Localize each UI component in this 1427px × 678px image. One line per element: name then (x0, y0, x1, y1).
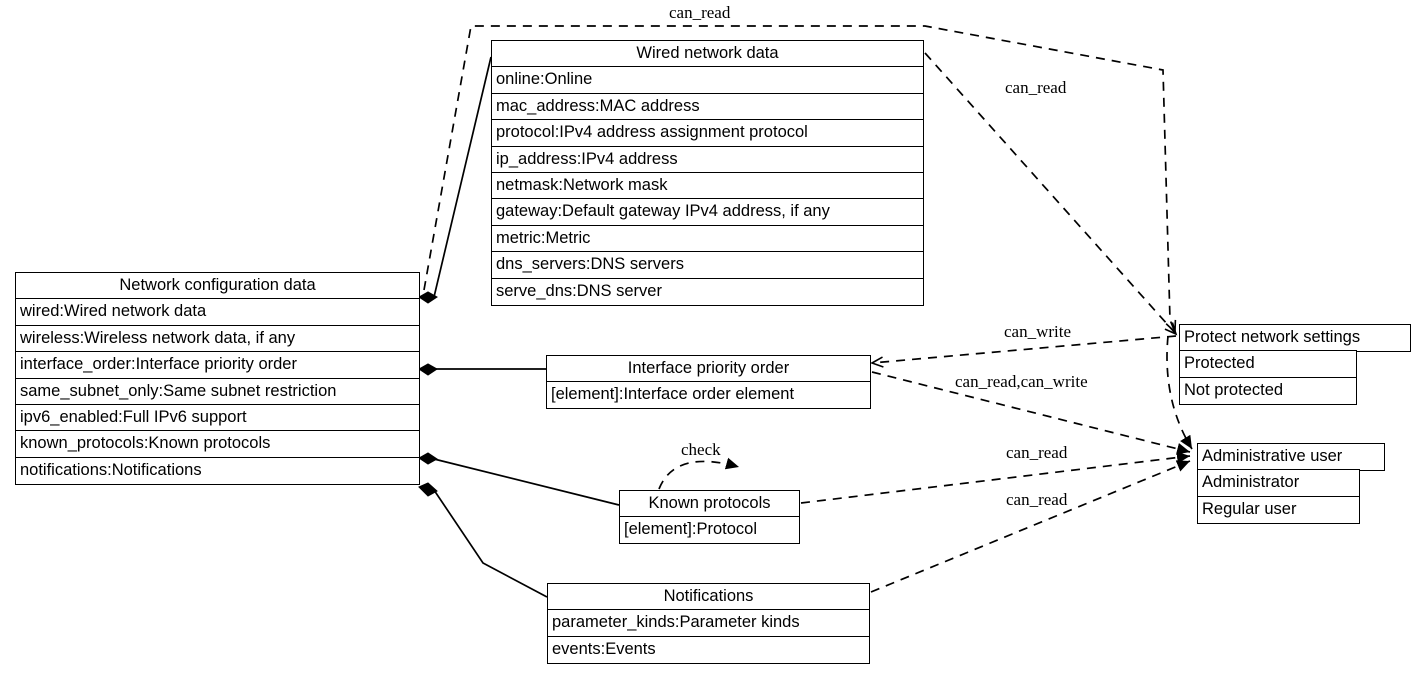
class-title: Interface priority order (546, 355, 871, 383)
class-title: Notifications (547, 583, 870, 611)
edge-label-check: check (681, 440, 721, 459)
diamond-wired (418, 291, 438, 304)
class-attribute: netmask:Network mask (491, 172, 924, 201)
class-attribute: Regular user (1197, 495, 1360, 524)
dependency-edges (423, 25, 1193, 593)
class-title: Wired network data (491, 40, 924, 68)
class-notifications: Notifications parameter_kinds:Parameter … (547, 583, 870, 664)
class-attribute: same_subnet_only:Same subnet restriction (15, 377, 420, 406)
class-known-protocols: Known protocols [element]:Protocol (619, 490, 800, 545)
class-attribute: wireless:Wireless network data, if any (15, 324, 420, 353)
class-attribute: parameter_kinds:Parameter kinds (547, 609, 870, 638)
edge-can-read-top (423, 25, 1177, 334)
edge-label-can-read-lower: can_read (1006, 490, 1068, 509)
class-interface-priority-order: Interface priority order [element]:Inter… (546, 355, 871, 410)
composition-diamonds (418, 291, 438, 497)
class-attribute: protocol:IPv4 address assignment protoco… (491, 119, 924, 148)
class-title: Administrative user (1197, 443, 1385, 471)
edge-label-can-write: can_write (1004, 322, 1072, 341)
class-attribute: gateway:Default gateway IPv4 address, if… (491, 198, 924, 227)
class-attribute: notifications:Notifications (15, 456, 420, 485)
class-protect-network-settings: Protect network settings Protected Not p… (1179, 324, 1411, 405)
class-attribute: interface_order:Interface priority order (15, 351, 420, 380)
edge-can-read-known-protocols-admin (800, 451, 1191, 504)
edge-check-selfloop (658, 457, 740, 490)
class-attribute: Not protected (1179, 376, 1357, 405)
class-title: Known protocols (619, 490, 800, 518)
class-attribute: Administrator (1197, 469, 1360, 498)
class-attribute: ip_address:IPv4 address (491, 145, 924, 174)
composition-notifications (433, 489, 548, 598)
class-attribute: ipv6_enabled:Full IPv6 support (15, 404, 420, 433)
composition-known-protocols (433, 458, 620, 506)
edge-label-can-read-middle: can_read (1006, 443, 1068, 462)
class-attribute: serve_dns:DNS server (491, 277, 924, 306)
class-attribute: events:Events (547, 635, 870, 664)
class-attribute: Protected (1179, 350, 1357, 379)
diamond-interface-order (418, 363, 438, 376)
class-attribute: mac_address:MAC address (491, 92, 924, 121)
edge-label-can-read-top: can_read (669, 3, 731, 22)
diamond-known-protocols (418, 452, 438, 465)
class-administrative-user: Administrative user Administrator Regula… (1197, 443, 1385, 524)
edge-label-can-read-upper-right: can_read (1005, 78, 1067, 97)
composition-edges (433, 56, 620, 598)
composition-wired (433, 56, 492, 298)
diamond-notifications (418, 482, 438, 497)
class-attribute: metric:Metric (491, 224, 924, 253)
class-attribute: [element]:Protocol (619, 516, 800, 545)
class-title: Protect network settings (1179, 324, 1411, 352)
class-network-configuration-data: Network configuration data wired:Wired n… (15, 272, 420, 485)
class-attribute: [element]:Interface order element (546, 381, 871, 410)
class-attribute: dns_servers:DNS servers (491, 251, 924, 280)
edge-label-can-read-can-write: can_read,can_write (955, 372, 1088, 391)
class-title: Network configuration data (15, 272, 420, 300)
class-attribute: known_protocols:Known protocols (15, 430, 420, 459)
edge-can-read-can-write-interface-admin (871, 371, 1191, 455)
class-attribute: online:Online (491, 66, 924, 95)
edge-can-write-interface-protect (870, 335, 1177, 368)
class-wired-network-data: Wired network data online:Online mac_add… (491, 40, 924, 306)
class-attribute: wired:Wired network data (15, 298, 420, 327)
edge-can-read-notifications-admin (870, 460, 1191, 593)
